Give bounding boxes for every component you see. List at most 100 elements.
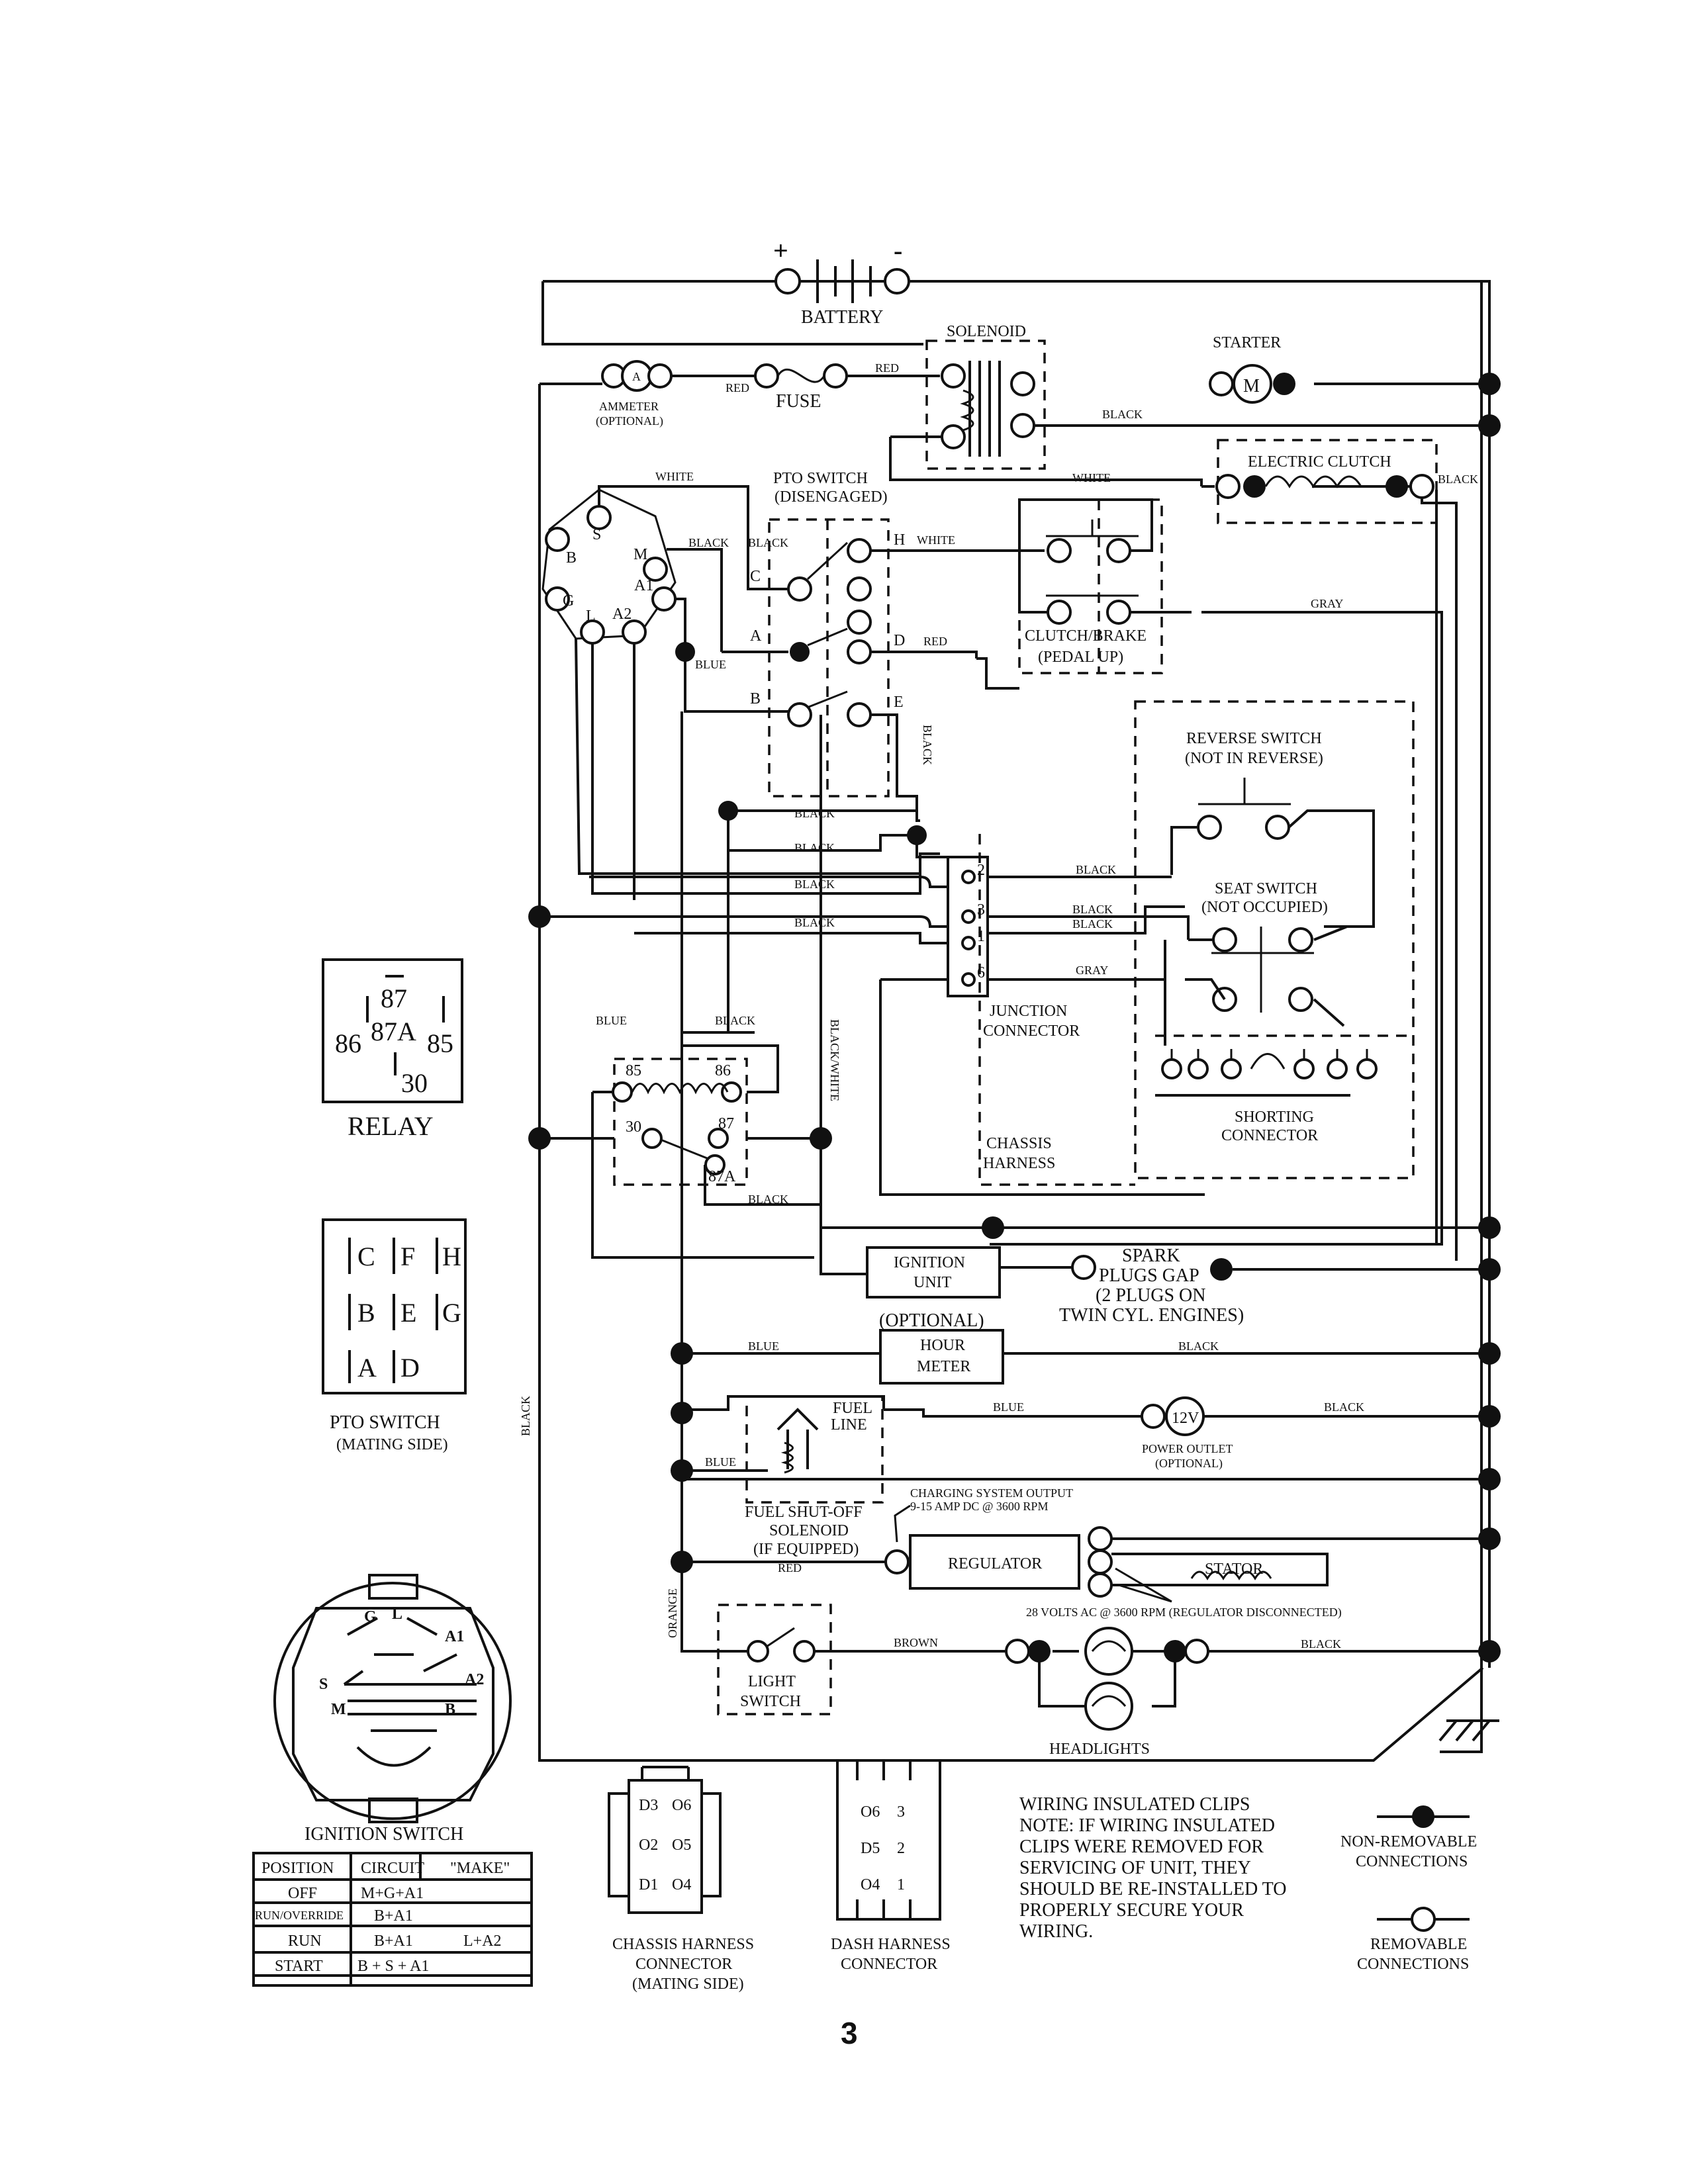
svg-text:PLUGS GAP: PLUGS GAP	[1099, 1265, 1199, 1286]
reverse-switch: REVERSE SWITCH (NOT IN REVERSE)	[1134, 700, 1415, 1179]
svg-text:RUN: RUN	[288, 1933, 322, 1950]
svg-text:BLUE: BLUE	[748, 1340, 779, 1353]
headlights-label: HEADLIGHTS	[1049, 1741, 1150, 1758]
regulator: CHARGING SYSTEM OUTPUT 9-15 AMP DC @ 360…	[666, 1479, 1501, 1638]
svg-text:G: G	[364, 1608, 377, 1625]
svg-text:M: M	[331, 1701, 346, 1718]
fuse-label: FUSE	[776, 391, 821, 412]
shorting-line1: SHORTING	[1235, 1109, 1314, 1126]
seat-line1: SEAT SWITCH	[1215, 880, 1317, 897]
svg-text:BROWN: BROWN	[894, 1636, 938, 1649]
svg-text:WIRING INSULATED CLIPS: WIRING INSULATED CLIPS	[1019, 1794, 1250, 1815]
svg-text:BLACK: BLACK	[1324, 1400, 1364, 1414]
svg-text:O4: O4	[672, 1876, 691, 1893]
svg-text:POSITION: POSITION	[261, 1860, 334, 1877]
svg-text:BLUE: BLUE	[993, 1400, 1024, 1414]
svg-text:SERVICING OF UNIT, THEY: SERVICING OF UNIT, THEY	[1019, 1858, 1251, 1878]
wire-red-pto: RED	[923, 635, 947, 648]
chassis-harness-connector: D3 O6 O2 O5 D1 O4 CHASSIS HARNESS CONNEC…	[608, 1766, 754, 1993]
svg-text:86: 86	[715, 1062, 731, 1079]
svg-text:"MAKE": "MAKE"	[450, 1860, 510, 1877]
wire-black-starter: BLACK	[1102, 408, 1143, 421]
svg-text:G: G	[442, 1298, 461, 1328]
svg-text:6: 6	[977, 964, 985, 981]
svg-text:30: 30	[401, 1068, 428, 1098]
starter: M STARTER	[1209, 334, 1501, 437]
ammeter-label: AMMETER	[599, 400, 659, 413]
hour-meter-line2: METER	[917, 1358, 970, 1375]
connection-legend: NON-REMOVABLE CONNECTIONS REMOVABLE CONN…	[1340, 1805, 1477, 1973]
junction-line2: CONNECTOR	[983, 1023, 1080, 1040]
svg-text:M+G+A1: M+G+A1	[361, 1885, 424, 1902]
svg-text:GRAY: GRAY	[1076, 964, 1108, 977]
svg-text:A: A	[750, 627, 762, 645]
charging-note-2: 9-15 AMP DC @ 3600 RPM	[910, 1500, 1048, 1513]
svg-text:(2 PLUGS ON: (2 PLUGS ON	[1096, 1285, 1205, 1306]
svg-text:S: S	[592, 526, 601, 543]
starter-label: STARTER	[1213, 334, 1281, 351]
solenoid: SOLENOID	[925, 323, 1046, 470]
svg-text:A: A	[357, 1353, 377, 1383]
ignition-unit-line2: UNIT	[914, 1274, 952, 1291]
svg-text:BLACK: BLACK	[1301, 1637, 1341, 1651]
shorting-line2: CONNECTOR	[1221, 1127, 1318, 1144]
svg-text:PROPERLY SECURE YOUR: PROPERLY SECURE YOUR	[1019, 1900, 1244, 1921]
svg-text:D1: D1	[639, 1876, 658, 1893]
junction-line1: JUNCTION	[990, 1003, 1067, 1020]
svg-text:O6: O6	[672, 1797, 691, 1814]
ignition-switch-schematic: S B M A1 G L A2 WHITE BLACK	[541, 470, 940, 900]
svg-text:BLACK: BLACK	[1072, 903, 1113, 916]
charging-note-1: CHARGING SYSTEM OUTPUT	[910, 1486, 1073, 1500]
light-switch-line2: SWITCH	[740, 1693, 801, 1710]
svg-text:H: H	[442, 1242, 461, 1271]
ammeter: A AMMETER (OPTIONAL)	[596, 360, 673, 428]
svg-text:85: 85	[427, 1028, 453, 1058]
seat-line2: (NOT OCCUPIED)	[1201, 899, 1328, 916]
wire-white-pto: WHITE	[917, 533, 955, 547]
svg-text:BLACK: BLACK	[794, 841, 835, 854]
relay-legend: 87 87A 86 85 30 RELAY	[322, 958, 463, 1141]
clutch-brake-line2: (PEDAL UP)	[1038, 649, 1123, 666]
svg-text:86: 86	[335, 1028, 361, 1058]
solenoid-label: SOLENOID	[947, 323, 1026, 340]
wire-blue-pto: BLUE	[695, 658, 726, 671]
ignition-switch-title: IGNITION SWITCH	[305, 1824, 463, 1844]
svg-text:H: H	[894, 531, 905, 549]
chassis-line2: HARNESS	[983, 1155, 1055, 1172]
svg-text:A1: A1	[445, 1628, 464, 1645]
relay-schematic: 85 86 30 87 87A BLACK	[528, 1032, 832, 1259]
clutch-brake-line1: CLUTCH/BRAKE	[1025, 627, 1147, 645]
svg-text:DASH HARNESS: DASH HARNESS	[831, 1936, 951, 1953]
svg-text:REMOVABLE: REMOVABLE	[1370, 1936, 1467, 1953]
svg-text:B: B	[445, 1701, 455, 1718]
svg-text:WIRING.: WIRING.	[1019, 1921, 1093, 1942]
starter-symbol: M	[1243, 376, 1260, 396]
regulator-label: REGULATOR	[948, 1555, 1042, 1572]
wire-white-ign: WHITE	[655, 470, 694, 483]
svg-text:CONNECTOR: CONNECTOR	[841, 1956, 937, 1973]
hour-meter-line1: HOUR	[920, 1337, 965, 1354]
svg-text:E: E	[400, 1298, 416, 1328]
ignition-switch-face: G L A1 S A2 M B IGNITION SWITCH	[273, 1574, 512, 1844]
pto-legend: C F H B E G A D PTO SWITCH (MATING SIDE)	[322, 1218, 467, 1453]
svg-text:87A: 87A	[708, 1168, 736, 1185]
wire-black-ign: BLACK	[688, 536, 729, 549]
svg-text:B: B	[357, 1298, 375, 1328]
harness-bus: BLACK BLACK BLACK BLACK BLUE BLACK BLACK…	[519, 711, 948, 1436]
svg-text:C: C	[357, 1242, 375, 1271]
svg-text:1: 1	[977, 928, 985, 945]
svg-text:CLIPS WERE REMOVED FOR: CLIPS WERE REMOVED FOR	[1019, 1837, 1264, 1857]
svg-text:M: M	[633, 546, 647, 563]
svg-text:1: 1	[897, 1876, 905, 1893]
fuel-solenoid-1: FUEL SHUT-OFF	[745, 1504, 863, 1521]
svg-text:D: D	[400, 1353, 420, 1383]
electric-clutch: ELECTRIC CLUTCH BLACK	[1201, 439, 1478, 524]
ignition-table: POSITION CIRCUIT "MAKE" OFF M+G+A1 RUN/O…	[252, 1852, 533, 1987]
svg-text:BLACK: BLACK	[715, 1014, 755, 1027]
svg-text:O6: O6	[861, 1803, 880, 1821]
svg-text:B: B	[750, 690, 761, 707]
svg-text:BLACK: BLACK	[794, 807, 835, 820]
svg-text:30: 30	[626, 1118, 641, 1136]
svg-text:BLUE: BLUE	[596, 1014, 627, 1027]
